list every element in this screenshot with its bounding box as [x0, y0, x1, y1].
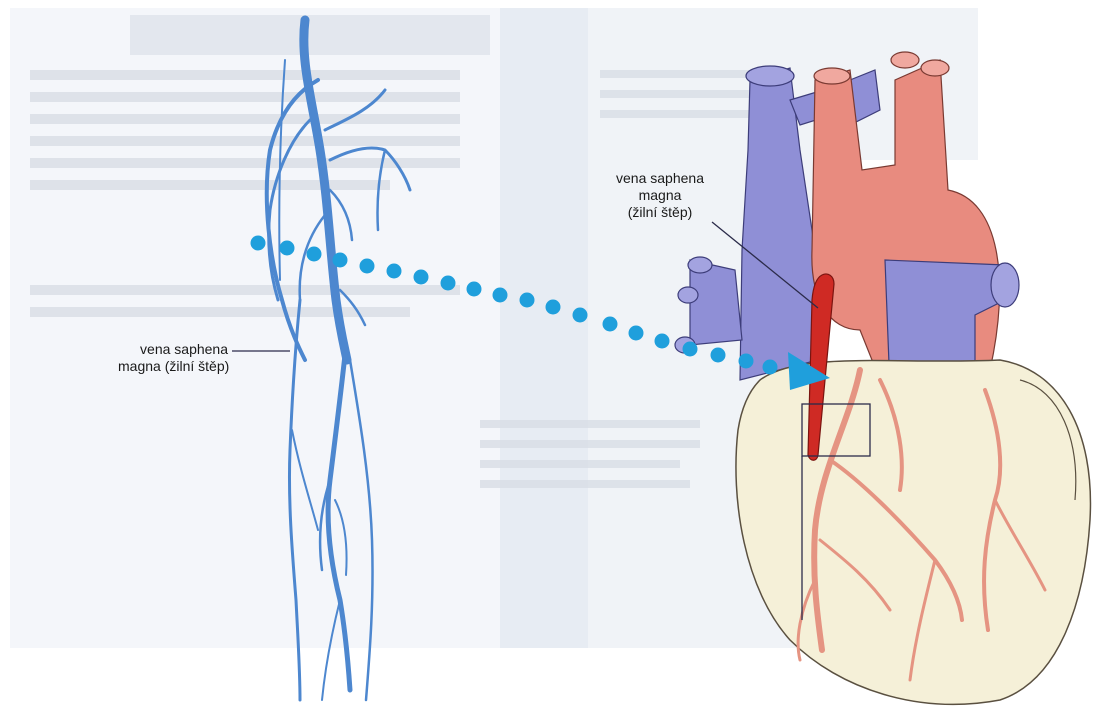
leg-label-line-1: vena saphena	[118, 341, 228, 358]
heart-label-line-2: magna	[600, 187, 720, 204]
heart-label-line-3: (žilní štěp)	[600, 204, 720, 221]
leg-graft-label: vena saphena magna (žilní štěp)	[118, 341, 228, 375]
leg-label-line-2: magna (žilní štěp)	[118, 358, 228, 375]
heart-label-line-1: vena saphena	[600, 170, 720, 187]
heart-graft-label: vena saphena magna (žilní štěp)	[600, 170, 720, 221]
